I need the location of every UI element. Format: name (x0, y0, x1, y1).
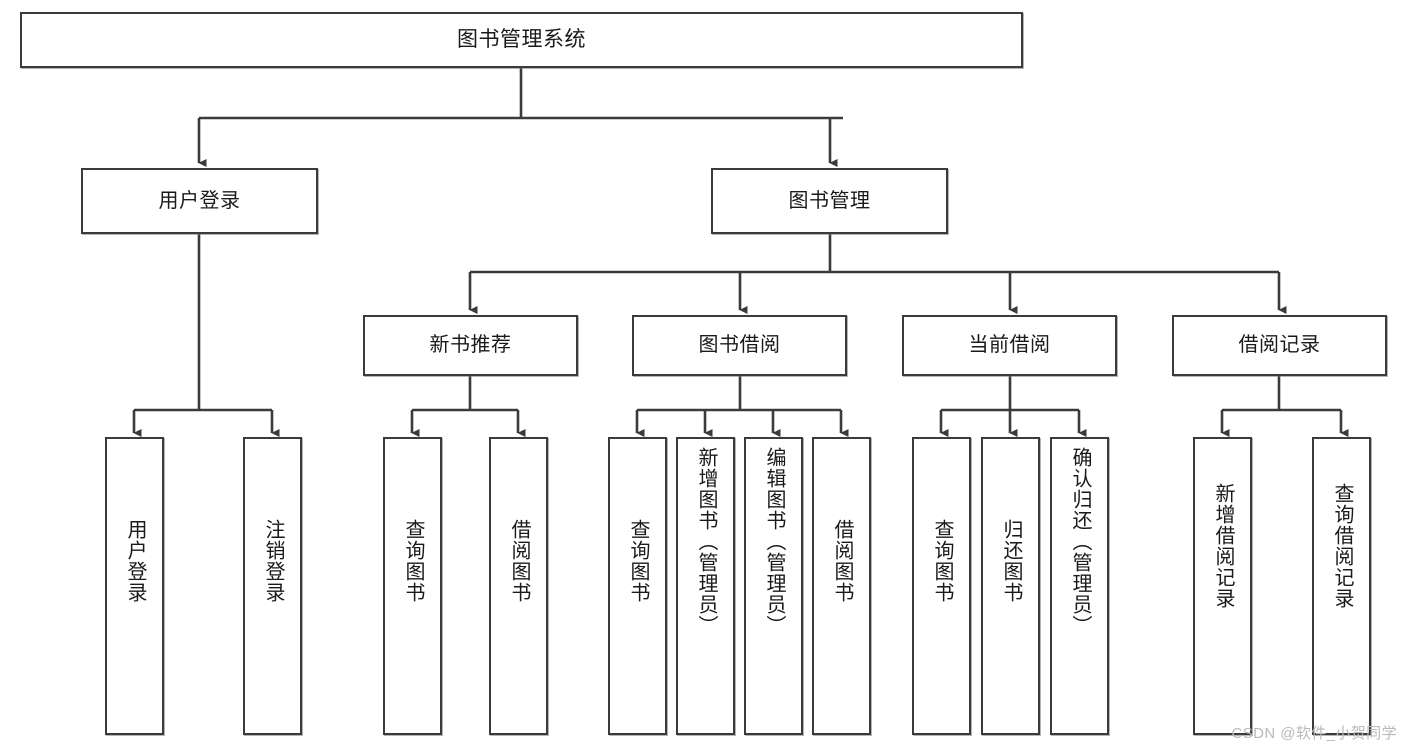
node-label: 注销登录 (262, 519, 284, 603)
node-borrow-record[interactable]: 借阅记录 (1172, 315, 1387, 376)
node-label: 编辑图书（管理员） (763, 447, 785, 636)
watermark-text: CSDN @软件_小贺同学 (1231, 725, 1397, 742)
node-label: 归还图书 (1000, 519, 1022, 603)
leaf-record-query-record[interactable]: 查询借阅记录 (1312, 437, 1371, 735)
leaf-recommend-borrow-book[interactable]: 借阅图书 (489, 437, 548, 735)
node-label: 用户登录 (124, 519, 146, 603)
node-label: 确认归还（管理员） (1069, 447, 1091, 636)
node-label: 当前借阅 (968, 334, 1051, 357)
node-label: 用户登录 (158, 189, 241, 212)
node-label: 查询借阅记录 (1331, 483, 1353, 609)
leaf-recommend-query-book[interactable]: 查询图书 (383, 437, 442, 735)
leaf-current-return-book[interactable]: 归还图书 (981, 437, 1040, 735)
node-label: 图书借阅 (698, 334, 781, 357)
node-book-borrow[interactable]: 图书借阅 (632, 315, 847, 376)
node-label: 查询图书 (931, 519, 953, 603)
leaf-current-query-book[interactable]: 查询图书 (912, 437, 971, 735)
leaf-record-add-record[interactable]: 新增借阅记录 (1193, 437, 1252, 735)
node-root-system[interactable]: 图书管理系统 (20, 12, 1023, 68)
leaf-borrow-edit-book-admin[interactable]: 编辑图书（管理员） (744, 437, 803, 735)
node-label: 借阅图书 (831, 519, 853, 603)
leaf-borrow-add-book-admin[interactable]: 新增图书（管理员） (676, 437, 735, 735)
node-label: 图书管理 (788, 189, 871, 212)
node-label: 查询图书 (627, 519, 649, 603)
leaf-borrow-borrow-book[interactable]: 借阅图书 (812, 437, 871, 735)
node-user-login[interactable]: 用户登录 (81, 168, 318, 234)
leaf-borrow-query-book[interactable]: 查询图书 (608, 437, 667, 735)
node-book-management[interactable]: 图书管理 (711, 168, 948, 234)
node-label: 新增借阅记录 (1212, 483, 1234, 609)
node-current-borrow[interactable]: 当前借阅 (902, 315, 1117, 376)
leaf-user-login-login[interactable]: 用户登录 (105, 437, 164, 735)
node-label: 新书推荐 (429, 334, 512, 357)
node-label: 图书管理系统 (457, 28, 586, 52)
node-label: 借阅记录 (1238, 334, 1321, 357)
node-label: 查询图书 (402, 519, 424, 603)
node-label: 借阅图书 (508, 519, 530, 603)
leaf-user-login-logout[interactable]: 注销登录 (243, 437, 302, 735)
node-label: 新增图书（管理员） (695, 447, 717, 636)
leaf-current-confirm-return-admin[interactable]: 确认归还（管理员） (1050, 437, 1109, 735)
node-new-book-recommend[interactable]: 新书推荐 (363, 315, 578, 376)
